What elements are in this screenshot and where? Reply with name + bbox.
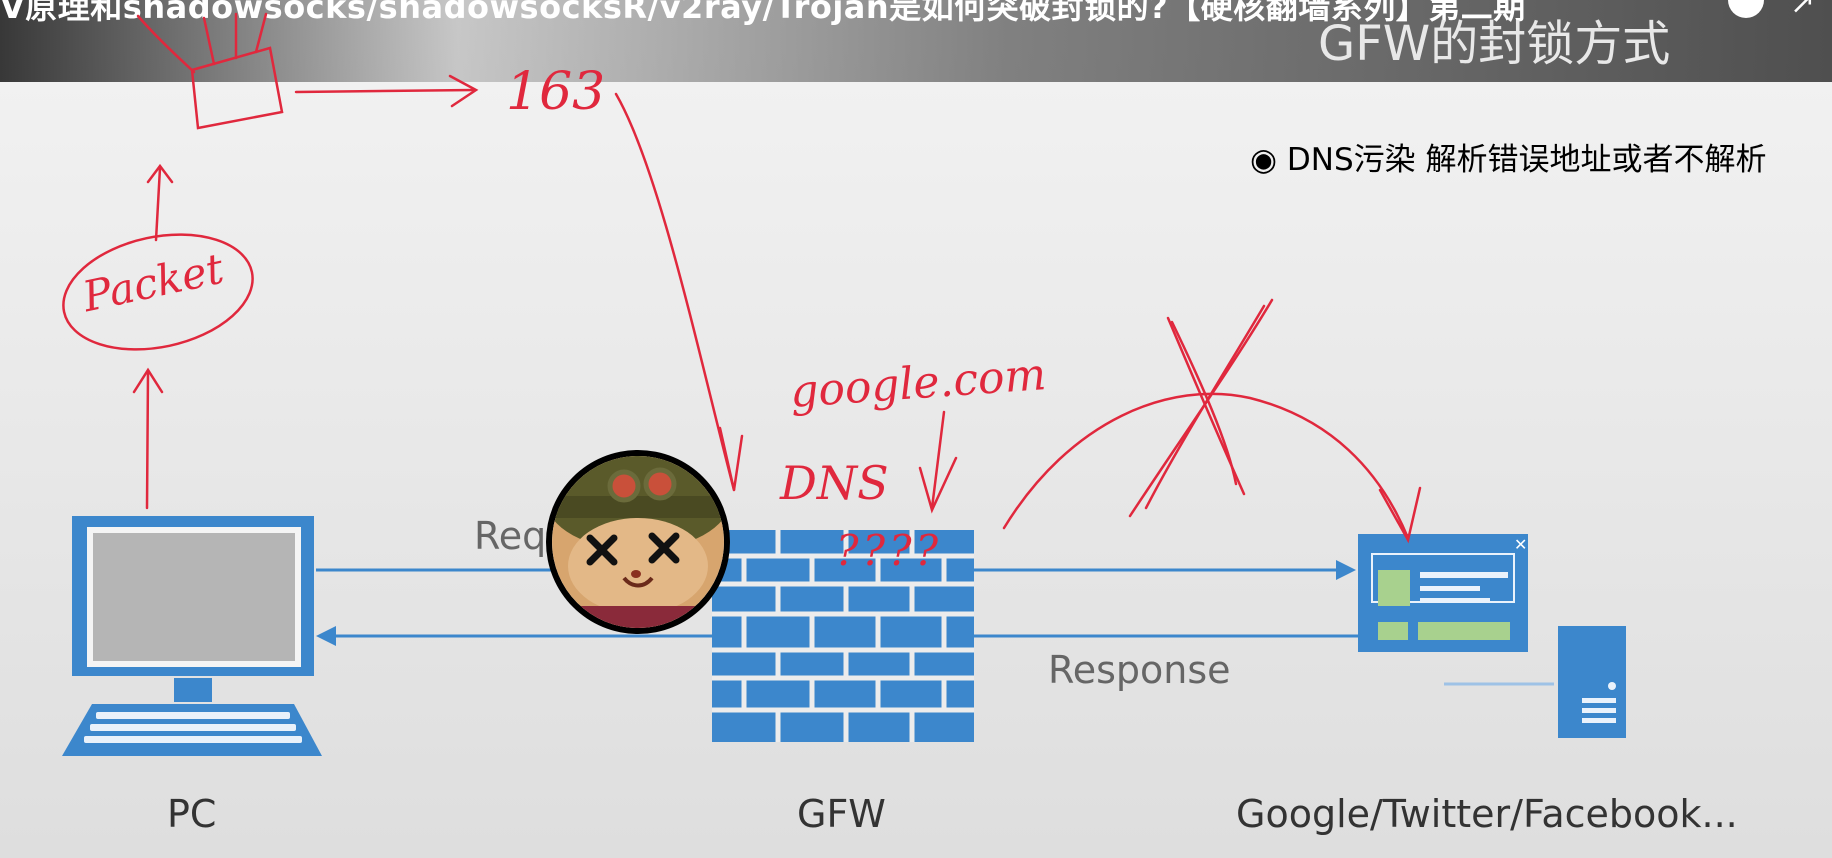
unknown-annotation: ???? bbox=[836, 526, 943, 575]
bullet-text: DNS污染 解析错误地址或者不解析 bbox=[1286, 142, 1767, 178]
response-label: Response bbox=[1048, 648, 1231, 692]
slide-title: GFW的封锁方式 bbox=[1318, 16, 1671, 72]
web-window-icon: ✕ bbox=[1358, 534, 1528, 652]
video-title-bar: V原理和shadowsocks/shadowsocksR/v2ray/Troja… bbox=[0, 0, 1832, 82]
ip-annotation: 163 bbox=[506, 62, 606, 122]
player-control-button[interactable] bbox=[1728, 0, 1764, 18]
dns-annotation: DNS bbox=[780, 456, 889, 510]
share-arrow-icon[interactable]: ↗ bbox=[1790, 0, 1816, 21]
pc-label: PC bbox=[167, 792, 217, 836]
pc-icon bbox=[62, 516, 322, 756]
request-label: Req bbox=[474, 514, 547, 558]
server-icon bbox=[1444, 626, 1626, 738]
svg-text:✕: ✕ bbox=[1514, 535, 1527, 554]
gfw-wall-icon bbox=[712, 530, 974, 742]
bullet-point: ◉ DNS污染 解析错误地址或者不解析 bbox=[1250, 134, 1767, 179]
gfw-label: GFW bbox=[797, 792, 886, 836]
video-title: V原理和shadowsocks/shadowsocksR/v2ray/Troja… bbox=[0, 0, 1526, 26]
bullet-icon: ◉ bbox=[1250, 142, 1278, 178]
sites-label: Google/Twitter/Facebook... bbox=[1236, 792, 1738, 836]
teemo-avatar-icon bbox=[546, 450, 730, 634]
handwritten-annotations bbox=[62, 12, 1422, 544]
